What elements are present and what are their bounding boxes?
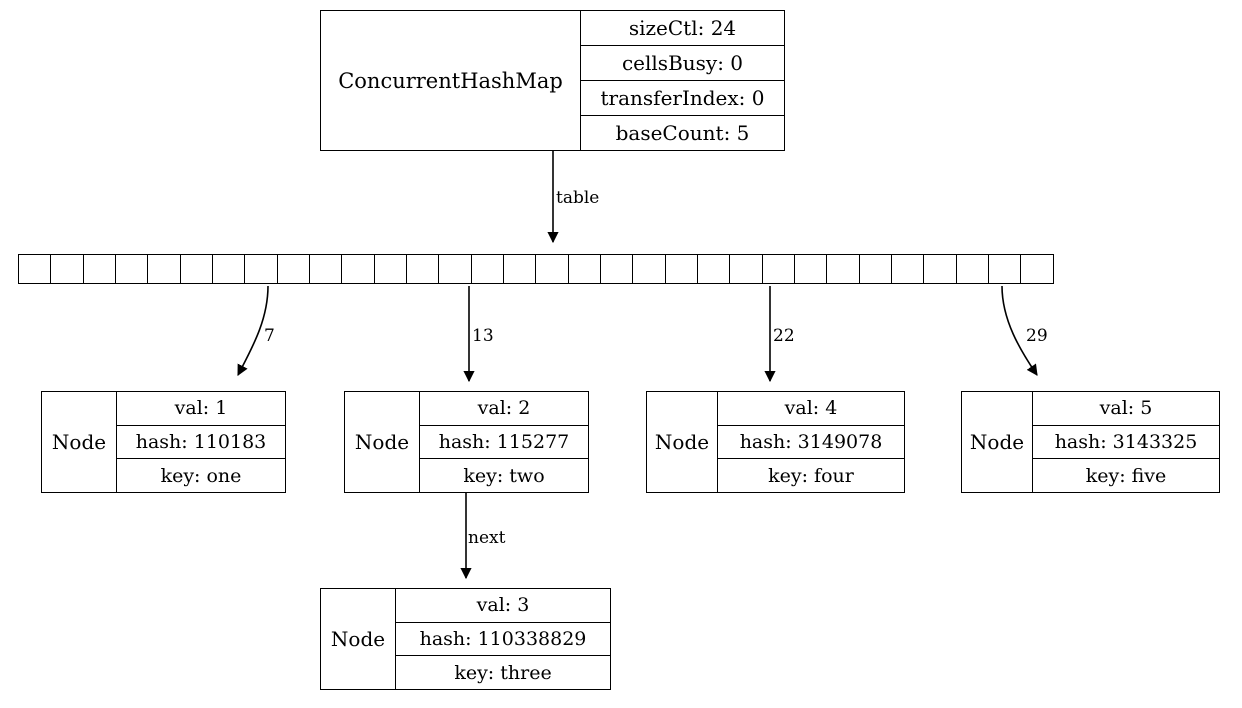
table-cell-6[interactable] xyxy=(211,254,246,284)
table-cell-22[interactable] xyxy=(729,254,763,284)
node-four-fields: val: 4 hash: 3149078 key: four xyxy=(718,392,904,492)
field-basecount: baseCount: 5 xyxy=(615,121,750,145)
table-cell-2[interactable] xyxy=(82,254,116,284)
node-two[interactable]: Node val: 2 hash: 115277 key: two xyxy=(344,391,589,493)
table-cell-0[interactable] xyxy=(18,254,52,284)
node-four-val: val: 4 xyxy=(718,392,904,426)
node-one-label: Node xyxy=(42,392,117,492)
table-cell-14[interactable] xyxy=(470,254,504,284)
node-four[interactable]: Node val: 4 hash: 3149078 key: four xyxy=(646,391,905,493)
node-two-val: val: 2 xyxy=(420,392,588,426)
node-five-hash: hash: 3143325 xyxy=(1033,426,1219,460)
table-cell-12[interactable] xyxy=(405,254,440,284)
field-transferindex: transferIndex: 0 xyxy=(581,81,784,116)
node-five-fields: val: 5 hash: 3143325 key: five xyxy=(1033,392,1219,492)
table-cell-7[interactable] xyxy=(244,254,278,284)
table-cell-31[interactable] xyxy=(1020,254,1054,284)
node-five[interactable]: Node val: 5 hash: 3143325 key: five xyxy=(961,391,1220,493)
table-cell-3[interactable] xyxy=(114,254,149,284)
edge-label-bucket-22: 22 xyxy=(773,326,795,346)
table-cell-25[interactable] xyxy=(826,254,860,284)
table-cell-19[interactable] xyxy=(632,254,666,284)
table-cell-9[interactable] xyxy=(308,254,343,284)
table-cell-24[interactable] xyxy=(793,254,828,284)
edge-label-bucket-13: 13 xyxy=(472,326,494,346)
edge-label-bucket-29: 29 xyxy=(1026,326,1048,346)
table-cell-1[interactable] xyxy=(50,254,84,284)
node-four-key: key: four xyxy=(768,464,854,487)
node-two-hash: hash: 115277 xyxy=(420,426,588,460)
table-cell-23[interactable] xyxy=(761,254,795,284)
field-cellsbusy: cellsBusy: 0 xyxy=(581,46,784,81)
node-one-hash: hash: 110183 xyxy=(117,426,285,460)
node-three[interactable]: Node val: 3 hash: 110338829 key: three xyxy=(320,588,611,690)
edge-label-table: table xyxy=(556,188,600,208)
table-cell-27[interactable] xyxy=(890,254,925,284)
node-two-label: Node xyxy=(345,392,420,492)
table-cell-8[interactable] xyxy=(276,254,310,284)
table-cell-21[interactable] xyxy=(696,254,731,284)
concurrenthashmap-title: ConcurrentHashMap xyxy=(321,11,581,150)
concurrenthashmap-node[interactable]: ConcurrentHashMap sizeCtl: 24 cellsBusy:… xyxy=(320,10,785,151)
node-five-key: key: five xyxy=(1085,464,1167,487)
node-three-hash: hash: 110338829 xyxy=(396,623,610,657)
node-one-fields: val: 1 hash: 110183 key: one xyxy=(117,392,285,492)
node-three-fields: val: 3 hash: 110338829 key: three xyxy=(396,589,610,689)
table-cell-29[interactable] xyxy=(955,254,989,284)
table-cell-28[interactable] xyxy=(923,254,957,284)
node-three-val: val: 3 xyxy=(396,589,610,623)
table-cell-15[interactable] xyxy=(502,254,537,284)
table-cell-17[interactable] xyxy=(567,254,601,284)
node-one-val: val: 1 xyxy=(117,392,285,426)
node-five-val: val: 5 xyxy=(1033,392,1219,426)
node-three-label: Node xyxy=(321,589,396,689)
table-cell-13[interactable] xyxy=(438,254,472,284)
node-four-hash: hash: 3149078 xyxy=(718,426,904,460)
edge-label-next: next xyxy=(468,528,506,548)
node-four-label: Node xyxy=(647,392,718,492)
node-two-fields: val: 2 hash: 115277 key: two xyxy=(420,392,588,492)
edge-label-bucket-7: 7 xyxy=(264,326,275,346)
node-one[interactable]: Node val: 1 hash: 110183 key: one xyxy=(41,391,286,493)
node-three-key: key: three xyxy=(454,661,552,684)
node-two-key: key: two xyxy=(463,464,545,487)
concurrenthashmap-fields: sizeCtl: 24 cellsBusy: 0 transferIndex: … xyxy=(581,11,784,150)
table-cell-26[interactable] xyxy=(858,254,892,284)
table-cell-18[interactable] xyxy=(599,254,634,284)
node-one-key: key: one xyxy=(160,464,242,487)
table-cell-20[interactable] xyxy=(664,254,698,284)
table-cell-11[interactable] xyxy=(373,254,407,284)
table-cell-16[interactable] xyxy=(535,254,569,284)
table-cell-4[interactable] xyxy=(147,254,181,284)
table-cell-30[interactable] xyxy=(987,254,1022,284)
field-sizectl: sizeCtl: 24 xyxy=(581,11,784,46)
table-array[interactable] xyxy=(18,254,1054,284)
table-cell-10[interactable] xyxy=(341,254,375,284)
node-five-label: Node xyxy=(962,392,1033,492)
table-cell-5[interactable] xyxy=(179,254,213,284)
